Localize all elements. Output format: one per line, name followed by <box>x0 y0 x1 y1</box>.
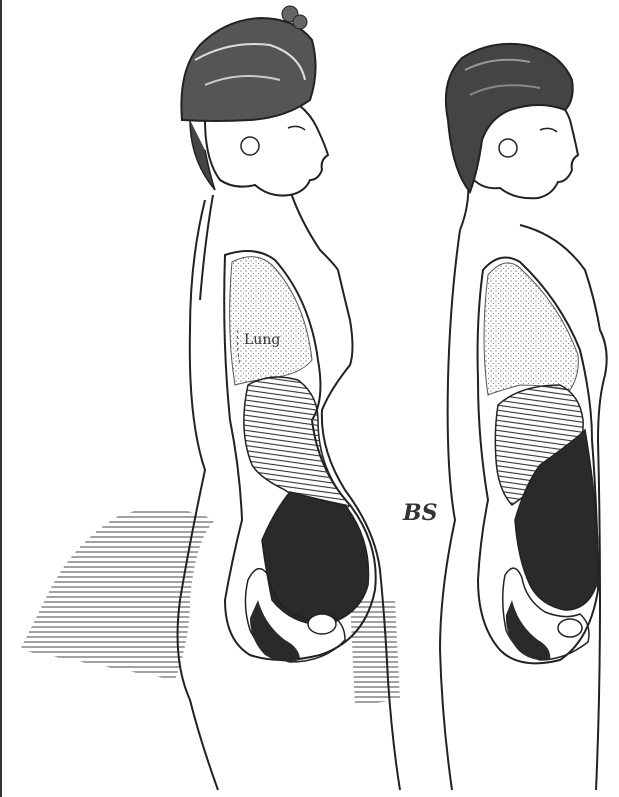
pelvic-dark-right <box>506 600 550 660</box>
skirt-hatching <box>350 600 400 705</box>
figure-natural <box>440 44 607 790</box>
head-right <box>446 44 578 198</box>
intestine-dark <box>262 492 369 625</box>
lung-right <box>484 263 578 395</box>
bladder-right <box>558 619 582 637</box>
figure-corseted: Lung <box>20 6 400 790</box>
bustle-hatching <box>20 488 215 680</box>
lung <box>230 257 312 385</box>
hat <box>181 18 315 121</box>
head-left <box>181 6 328 196</box>
bladder <box>308 614 336 634</box>
label-lung: Lung <box>244 332 280 348</box>
front-neck <box>290 190 338 270</box>
monogram-text: BS <box>402 500 437 526</box>
monogram: BS <box>402 500 437 526</box>
